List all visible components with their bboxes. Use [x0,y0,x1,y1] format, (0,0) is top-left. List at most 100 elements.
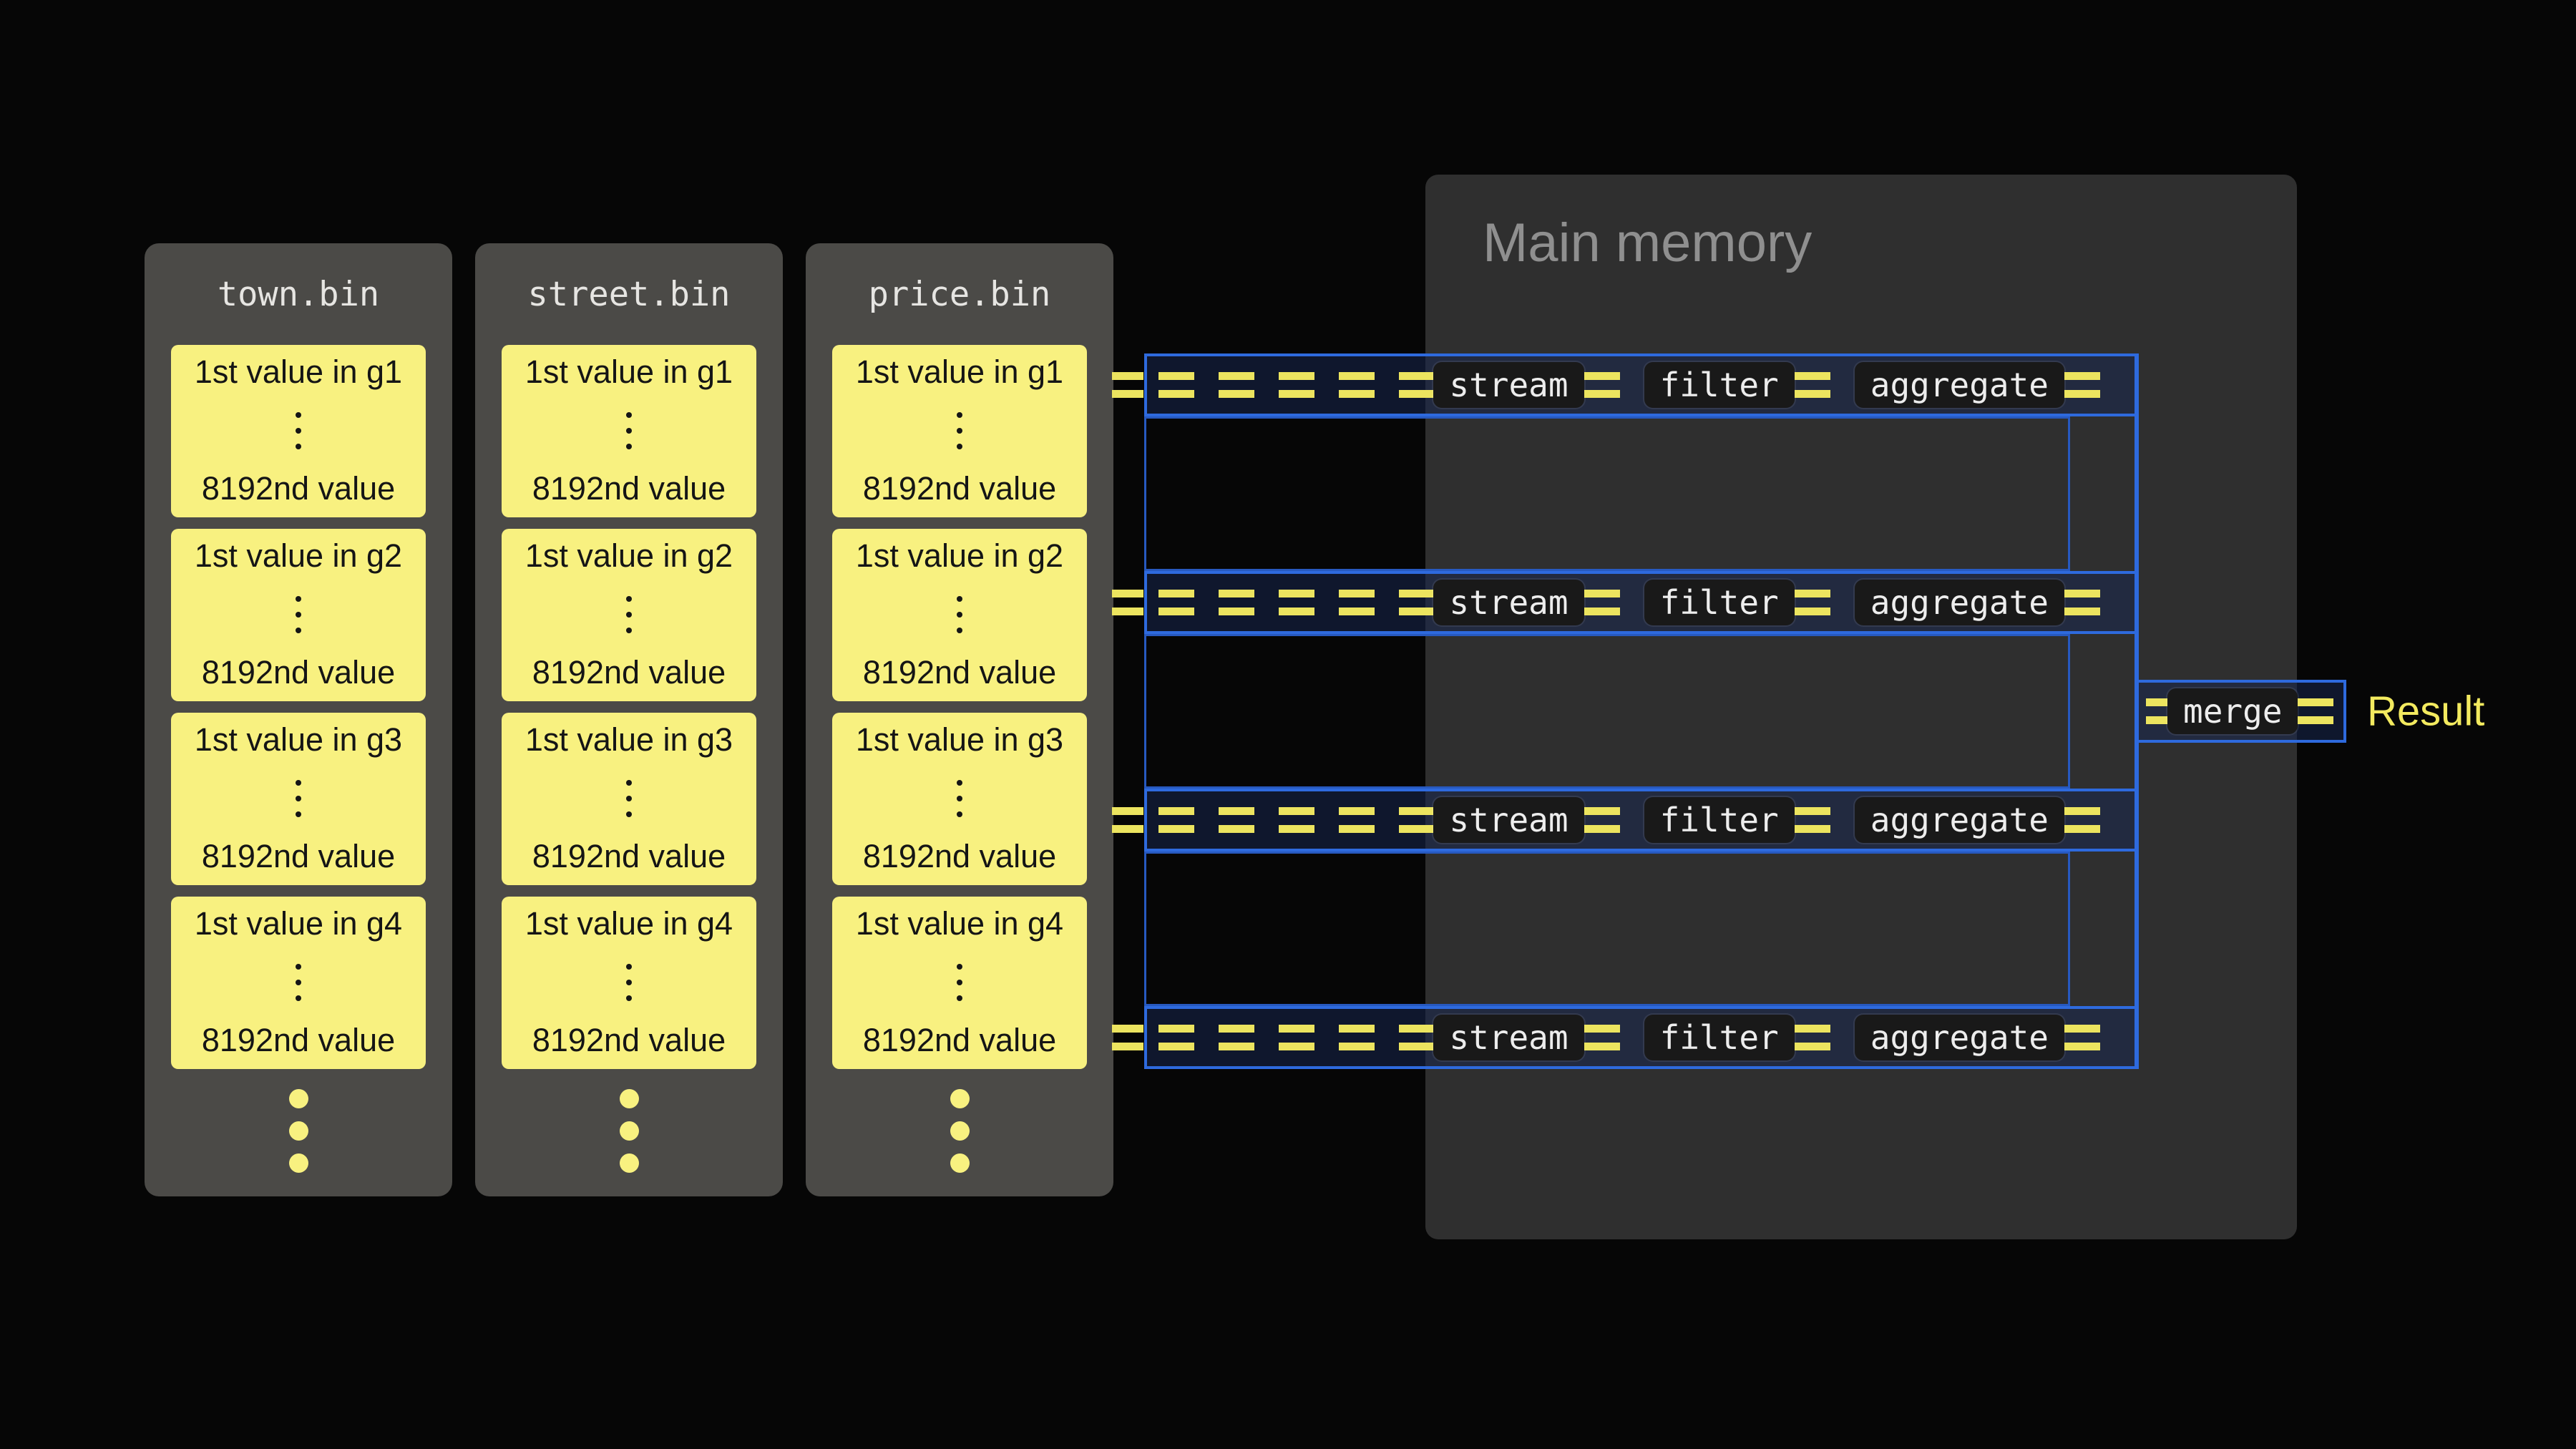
cell-first-value: 1st value in g2 [194,537,403,574]
cell-first-value: 1st value in g3 [855,721,1064,758]
stream-chip: stream [1433,797,1584,843]
filter-chip: filter [1644,797,1795,843]
stream-dashes-icon [1795,590,1855,615]
value-block-g3: 1st value in g3 8192nd value [832,713,1087,885]
cell-first-value: 1st value in g3 [525,721,733,758]
more-groups-ellipsis-icon [475,1089,783,1173]
value-cells: 1st value in g1 8192nd value 1st value i… [145,345,452,1069]
vertical-ellipsis-icon [957,595,962,633]
value-block-g1: 1st value in g1 8192nd value [832,345,1087,517]
cell-first-value: 1st value in g2 [855,537,1064,574]
vertical-ellipsis-icon [626,963,632,1001]
filter-chip: filter [1644,362,1795,408]
value-cells: 1st value in g1 8192nd value 1st value i… [806,345,1113,1069]
cell-last-value: 8192nd value [532,1022,726,1058]
vertical-ellipsis-icon [626,779,632,817]
stream-dashes-icon [1158,590,1433,615]
more-groups-ellipsis-icon [145,1089,452,1173]
cell-last-value: 8192nd value [532,654,726,691]
value-block-g4: 1st value in g4 8192nd value [171,897,426,1069]
value-block-g1: 1st value in g1 8192nd value [502,345,756,517]
vertical-ellipsis-icon [626,411,632,449]
cell-first-value: 1st value in g1 [855,353,1064,390]
file-column-town: town.bin 1st value in g1 8192nd value 1s… [145,243,452,1196]
result-label: Result [2367,688,2485,735]
vertical-ellipsis-icon [296,963,301,1001]
stream-dashes-icon [2064,372,2124,398]
value-block-g2: 1st value in g2 8192nd value [171,529,426,701]
vertical-ellipsis-icon [296,779,301,817]
file-title: town.bin [217,274,380,314]
stream-dashes-icon [1795,372,1855,398]
stream-dashes-icon [2064,1025,2124,1050]
file-title: price.bin [868,274,1051,314]
stream-dashes-icon [1112,372,1143,398]
stream-dashes-icon [1584,807,1644,833]
pipeline-row-2: stream filter aggregate [1144,571,2139,634]
pipeline-gap-frame-3 [1144,852,2070,1006]
pipeline-row-1: stream filter aggregate [1144,353,2139,416]
cell-last-value: 8192nd value [201,1022,396,1058]
stream-dashes-icon [1158,1025,1433,1050]
filter-chip: filter [1644,580,1795,625]
stream-chip: stream [1433,580,1584,625]
cell-last-value: 8192nd value [201,838,396,874]
vertical-ellipsis-icon [626,595,632,633]
stream-dashes-icon [2064,807,2124,833]
stream-dashes-icon [1584,1025,1644,1050]
cell-first-value: 1st value in g4 [194,905,403,942]
cell-first-value: 1st value in g3 [194,721,403,758]
stream-dashes-icon [1158,372,1433,398]
value-block-g3: 1st value in g3 8192nd value [171,713,426,885]
stream-dashes-icon [1584,372,1644,398]
value-block-g4: 1st value in g4 8192nd value [502,897,756,1069]
stream-dashes-icon [2146,698,2167,724]
vertical-ellipsis-icon [296,595,301,633]
pipeline-row-4: stream filter aggregate [1144,1006,2139,1069]
vertical-ellipsis-icon [957,411,962,449]
cell-last-value: 8192nd value [201,654,396,691]
more-groups-ellipsis-icon [806,1089,1113,1173]
cell-last-value: 8192nd value [862,654,1057,691]
cell-last-value: 8192nd value [862,838,1057,874]
aggregate-chip: aggregate [1854,797,2064,843]
cell-last-value: 8192nd value [201,470,396,507]
aggregate-chip: aggregate [1854,1015,2064,1060]
pipeline-gap-frame-2 [1144,634,2070,789]
file-column-street: street.bin 1st value in g1 8192nd value … [475,243,783,1196]
cell-last-value: 8192nd value [862,1022,1057,1058]
vertical-ellipsis-icon [296,411,301,449]
value-block-g2: 1st value in g2 8192nd value [832,529,1087,701]
stream-dashes-icon [1795,807,1855,833]
vertical-ellipsis-icon [957,963,962,1001]
merge-band: merge [2136,680,2346,743]
merge-chip: merge [2167,688,2298,734]
stream-dashes-icon [1112,807,1143,833]
stream-dashes-icon [1795,1025,1855,1050]
stream-dashes-icon [1158,807,1433,833]
cell-last-value: 8192nd value [532,470,726,507]
value-block-g2: 1st value in g2 8192nd value [502,529,756,701]
aggregate-chip: aggregate [1854,580,2064,625]
cell-first-value: 1st value in g4 [525,905,733,942]
value-block-g4: 1st value in g4 8192nd value [832,897,1087,1069]
aggregate-chip: aggregate [1854,362,2064,408]
file-column-price: price.bin 1st value in g1 8192nd value 1… [806,243,1113,1196]
cell-last-value: 8192nd value [532,838,726,874]
value-block-g1: 1st value in g1 8192nd value [171,345,426,517]
cell-first-value: 1st value in g1 [194,353,403,390]
cell-last-value: 8192nd value [862,470,1057,507]
stream-dashes-icon [1584,590,1644,615]
cell-first-value: 1st value in g4 [855,905,1064,942]
filter-chip: filter [1644,1015,1795,1060]
value-block-g3: 1st value in g3 8192nd value [502,713,756,885]
stream-dashes-icon [2064,590,2124,615]
stream-chip: stream [1433,1015,1584,1060]
vertical-ellipsis-icon [957,779,962,817]
file-title: street.bin [527,274,731,314]
cell-first-value: 1st value in g2 [525,537,733,574]
cell-first-value: 1st value in g1 [525,353,733,390]
stream-dashes-icon [1112,1025,1143,1050]
value-cells: 1st value in g1 8192nd value 1st value i… [475,345,783,1069]
